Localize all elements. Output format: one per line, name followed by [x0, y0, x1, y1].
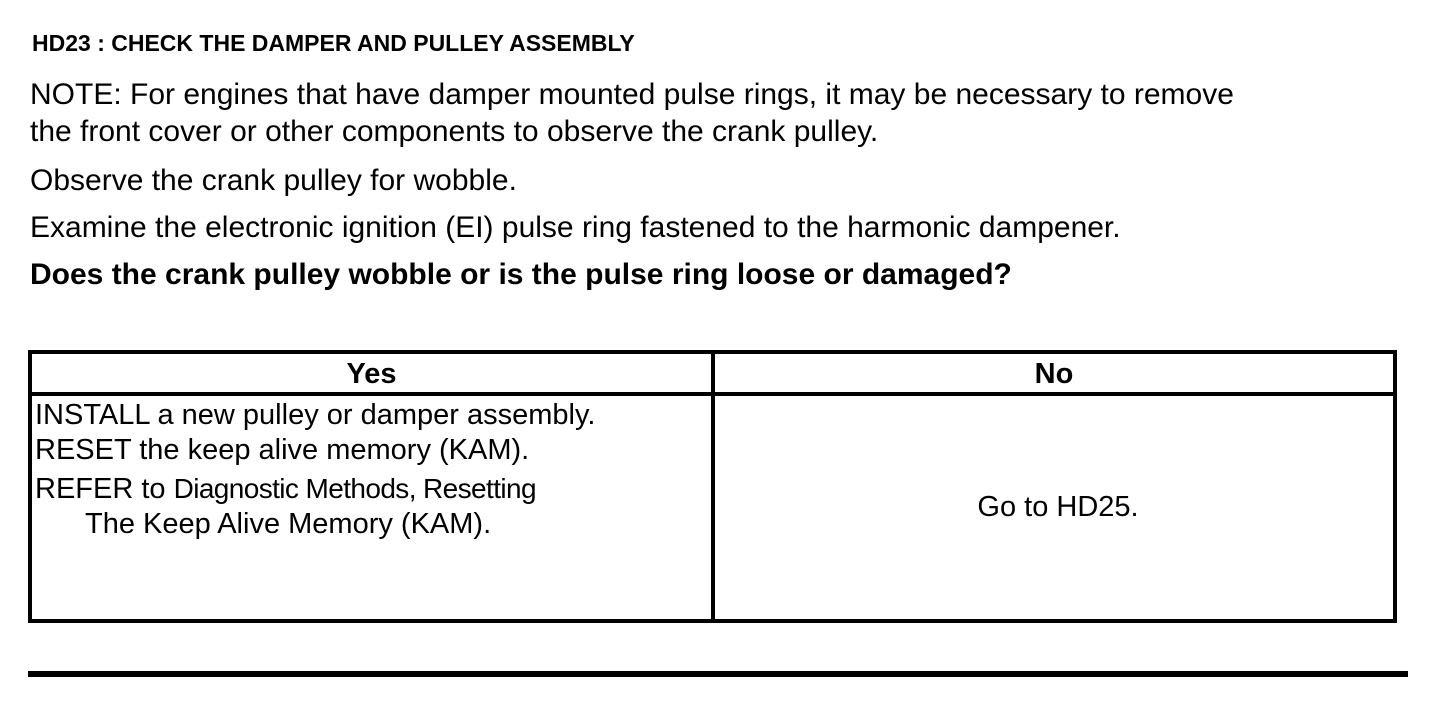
go-to-step-link[interactable]: Go to HD25. [977, 491, 1139, 523]
no-column-header: No [1034, 358, 1074, 390]
no-action-cell: Go to HD25. [715, 396, 1393, 619]
bottom-rule [28, 671, 1408, 677]
refer-reference-continuation[interactable]: The Keep Alive Memory (KAM). [85, 508, 492, 540]
note-line-2: the front cover or other components to o… [30, 115, 879, 148]
yes-action-cell: INSTALL a new pulley or damper assembly.… [35, 398, 709, 542]
step-heading: HD23 : CHECK THE DAMPER AND PULLEY ASSEM… [32, 30, 635, 56]
refer-instruction: REFER to Diagnostic Methods, Resetting T… [35, 471, 709, 542]
note-paragraph: NOTE: For engines that have damper mount… [30, 76, 1234, 150]
reset-instruction: RESET the keep alive memory (KAM). [35, 434, 530, 466]
observe-instruction: Observe the crank pulley for wobble. [30, 164, 517, 197]
column-divider [711, 354, 715, 619]
refer-reference-link[interactable]: Diagnostic Methods, Resetting [173, 473, 537, 504]
header-divider [32, 392, 1393, 396]
examine-instruction: Examine the electronic ignition (EI) pul… [30, 211, 1121, 244]
note-line-1: NOTE: For engines that have damper mount… [30, 78, 1234, 111]
yes-no-table: Yes No INSTALL a new pulley or damper as… [28, 350, 1397, 623]
yes-column-header: Yes [346, 358, 397, 390]
install-instruction: INSTALL a new pulley or damper assembly. [35, 399, 596, 431]
diagnostic-question: Does the crank pulley wobble or is the p… [30, 258, 1012, 291]
refer-prefix: REFER to [35, 473, 166, 505]
